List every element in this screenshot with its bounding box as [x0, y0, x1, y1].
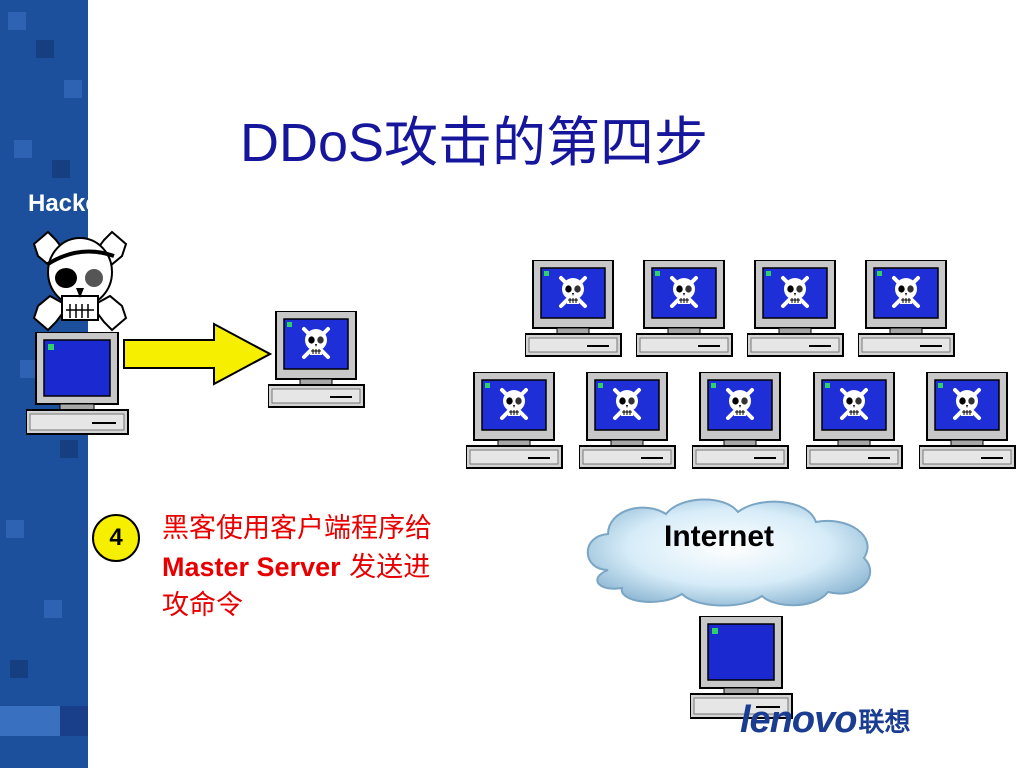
sidebar-square: [20, 360, 38, 378]
sidebar-square: [64, 80, 82, 98]
zombie-computer-icon: [579, 372, 677, 470]
arrow-icon: [123, 322, 272, 386]
zombie-computer-icon: [525, 260, 623, 358]
pirate-skull-icon: [32, 230, 128, 332]
zombie-computer-icon: [806, 372, 904, 470]
cloud-label: Internet: [664, 520, 775, 553]
hacker-label: Hacker: [28, 190, 88, 217]
zombie-computer-icon: [858, 260, 956, 358]
sidebar-square: [36, 40, 54, 58]
sidebar-square: [10, 660, 28, 678]
zombie-computer-icon: [466, 372, 564, 470]
sidebar-square: [52, 160, 70, 178]
sidebar-stripe: [60, 706, 88, 736]
zombie-computer-icon: [692, 372, 790, 470]
logo-latin: lenovo: [740, 698, 857, 741]
step-highlight: Master Server: [162, 552, 341, 582]
sidebar-square: [44, 600, 62, 618]
zombie-computer-icon: [636, 260, 734, 358]
logo-chinese: 联想: [858, 707, 911, 738]
master-computer-icon: [268, 311, 368, 409]
step-line-2: Master Server 发送进: [162, 548, 522, 587]
zombie-computer-icon: [747, 260, 845, 358]
step-line-2-rest: 发送进: [340, 552, 431, 583]
sidebar-square: [6, 520, 24, 538]
step-line-3: 攻命令: [162, 590, 243, 621]
cloud-icon: [586, 498, 872, 607]
lenovo-logo: lenovo 联想: [740, 698, 911, 741]
page-title: DDoS攻击的第四步: [240, 113, 709, 173]
hacker-computer-icon: [26, 332, 129, 435]
step-number-badge: 4: [92, 514, 140, 562]
zombie-computer-icon: [919, 372, 1017, 470]
sidebar-square: [14, 140, 32, 158]
sidebar-square: [60, 440, 78, 458]
step-line-1: 黑客使用客户端程序给: [162, 513, 432, 544]
step-description: 黑客使用客户端程序给 Master Server 发送进 攻命令: [162, 510, 522, 625]
sidebar-square: [8, 12, 26, 30]
